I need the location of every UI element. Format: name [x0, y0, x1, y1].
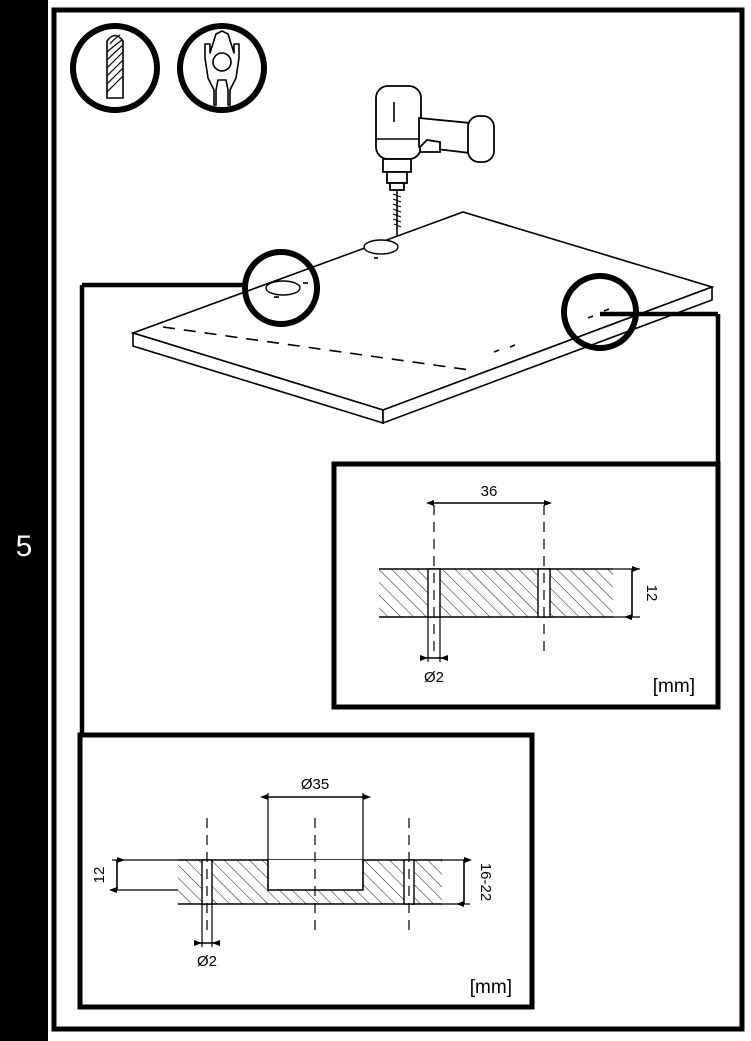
- pilot-hole-left: [201, 859, 213, 905]
- panel-workpiece: [130, 211, 715, 425]
- magnifier-right: [561, 273, 721, 465]
- panel-hole-top: [363, 239, 399, 255]
- dim-label-hole: Ø2: [197, 953, 217, 970]
- dim-label-bore: Ø35: [301, 776, 329, 793]
- page-sidebar: [0, 0, 48, 1041]
- magnifier-left: [79, 249, 320, 740]
- dim-label-depth: 12: [91, 867, 108, 884]
- units-label-lower: [mm]: [470, 977, 512, 998]
- detail-box-upper: 36 12 Ø2 [mm]: [331, 461, 721, 710]
- dim-label-spacing: 36: [481, 483, 498, 500]
- pilot-hole-right: [403, 859, 415, 905]
- panel-edge-marks: [493, 308, 610, 353]
- units-label-upper: [mm]: [653, 676, 695, 697]
- dim-label-thickness: 16-22: [477, 863, 494, 901]
- dim-label-hole: Ø2: [424, 669, 444, 686]
- power-drill-illustration: [375, 85, 495, 252]
- dim-label-thickness: 12: [643, 585, 660, 602]
- content-frame: [51, 7, 745, 1032]
- panel-hole-left: [265, 280, 301, 296]
- page-number: 5: [16, 530, 33, 563]
- detail-box-lower: Ø35 12 16-22 Ø2 [mm]: [77, 732, 535, 1010]
- tool-icon-spade-drill-bit: [177, 23, 267, 113]
- tool-icon-twist-drill-bit: [70, 23, 160, 113]
